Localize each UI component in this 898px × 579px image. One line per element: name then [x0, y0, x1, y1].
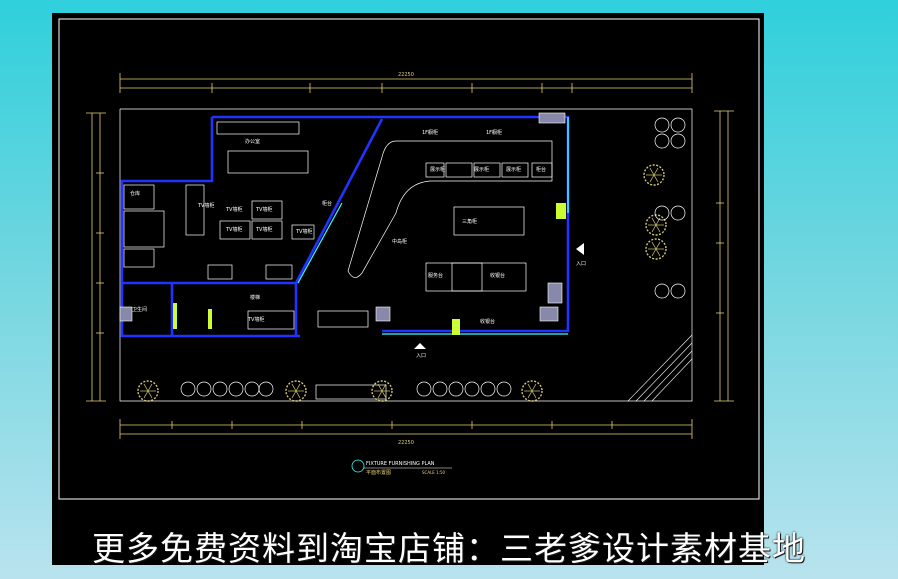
bottom-dimension-lines [119, 419, 693, 439]
label-tv-wall-2: TV墙柜 [225, 206, 242, 213]
round-seat [670, 133, 686, 149]
round-seat [670, 117, 686, 133]
site-outline [119, 108, 693, 402]
label-cashier: 收银台 [490, 272, 505, 279]
top-dimension-lines [119, 73, 693, 93]
label-display-2: 展示柜 [474, 166, 489, 173]
label-toilet: 卫生间 [132, 306, 147, 313]
label-office: 办公室 [245, 138, 260, 145]
round-seat [654, 205, 670, 221]
round-seat [670, 205, 686, 221]
entrance-arrow-right: 入口 [576, 243, 586, 267]
round-seat [654, 117, 670, 133]
label-window-2: 1F橱柜 [486, 129, 502, 136]
round-seat [180, 381, 196, 397]
round-seat [432, 381, 448, 397]
floor-plan-drawing: 22250 22250 [58, 18, 760, 500]
plant-icon [285, 380, 307, 402]
drawing-title: FIXTURE FURNISHING PLAN [366, 461, 435, 467]
round-seat [464, 381, 480, 397]
drawing-title-block: FIXTURE FURNISHING PLAN 平面布置图 SCALE 1:50 [351, 459, 452, 476]
round-seat [196, 381, 212, 397]
plant-icon [645, 238, 667, 260]
label-counter-2: 柜台 [536, 166, 546, 173]
label-tv-wall-5: TV墙柜 [255, 226, 272, 233]
round-seat [258, 381, 274, 397]
window-counter-display [347, 140, 553, 278]
entrance-label-bottom: 入口 [416, 353, 426, 359]
room-labels: 1F橱柜 1F橱柜 办公室 仓库 TV墙柜 TV墙柜 TV墙柜 TV墙柜 TV墙… [130, 129, 546, 325]
label-storage: 仓库 [130, 190, 140, 197]
round-seat [480, 381, 496, 397]
building-walls [120, 115, 570, 338]
label-tv-wall-4: TV墙柜 [225, 226, 242, 233]
round-seat [212, 381, 228, 397]
round-seat [654, 133, 670, 149]
drawing-subtitle: 平面布置图 [366, 469, 391, 476]
label-stairs: 楼梯 [250, 294, 260, 301]
structural-columns [119, 112, 566, 322]
round-seat [416, 381, 432, 397]
top-overall-dimension: 22250 [398, 72, 414, 78]
label-display-3: 展示柜 [506, 166, 521, 173]
label-cashier-2: 收银台 [480, 318, 495, 325]
entrance-label-right: 入口 [576, 261, 586, 267]
label-tv-wall-6: TV墙柜 [295, 228, 312, 235]
round-seat [244, 381, 260, 397]
label-display-1: 展示柜 [430, 166, 445, 173]
label-counter-1: 柜台 [322, 200, 332, 207]
ramp-hatch [627, 334, 693, 402]
plant-icon [521, 380, 543, 402]
plant-icon [645, 214, 667, 236]
watermark-banner: 更多免费资料到淘宝店铺：三老爹设计素材基地 [92, 529, 806, 568]
plant-icon [371, 380, 393, 402]
right-dimension-lines [714, 110, 734, 402]
round-seat [496, 381, 512, 397]
accent-fixtures [173, 203, 566, 335]
plant-icon [137, 380, 159, 402]
label-tv-wall-3: TV墙柜 [255, 206, 272, 213]
entrance-arrow-bottom: 入口 [414, 343, 426, 359]
bench [315, 384, 387, 400]
drawing-scale: SCALE 1:50 [422, 470, 446, 475]
plant-icon [643, 164, 665, 186]
round-seat [670, 283, 686, 299]
drawing-sheet: 22250 22250 [52, 13, 764, 565]
round-seat [654, 283, 670, 299]
bottom-overall-dimension: 22250 [398, 440, 414, 446]
label-island-1: 三角柜 [462, 218, 477, 225]
round-seat [228, 381, 244, 397]
label-window-1: 1F橱柜 [422, 129, 438, 136]
left-dimension-lines [86, 112, 106, 402]
label-island-2: 中岛柜 [392, 238, 407, 245]
label-service: 服务台 [428, 272, 443, 279]
label-tv-wall-7: TV墙柜 [247, 316, 264, 323]
diagonal-glass [297, 202, 343, 284]
label-tv-wall-1: TV墙柜 [197, 202, 214, 209]
sheet-border [58, 18, 760, 500]
round-seats [180, 117, 686, 397]
round-seat [448, 381, 464, 397]
cabinet-blocks [123, 121, 553, 330]
landscape-plants [137, 164, 667, 402]
